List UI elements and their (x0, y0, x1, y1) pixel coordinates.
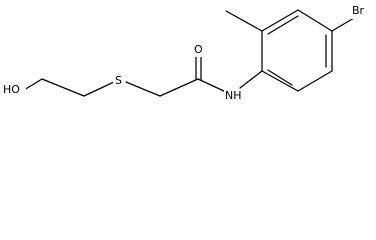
oxygen-label-mask (193, 43, 205, 57)
bromine-label-mask (350, 4, 370, 19)
sulfur-label: S (115, 74, 122, 87)
chemical-structure: HO S O NH Br (2, 4, 370, 104)
ring-inner-bond-3 (267, 69, 293, 86)
ring-bond-5 (297, 70, 333, 92)
bond-o-c1 (23, 78, 43, 91)
bromine-label: Br (352, 4, 365, 17)
bond-s-c3 (125, 81, 161, 97)
sulfur-label-mask (113, 74, 125, 89)
oh-label-mask (2, 83, 26, 97)
bond-carbonyl-n (197, 78, 227, 93)
hydroxyl-label: HO (3, 83, 20, 96)
ring-inner-bond-1 (267, 15, 299, 35)
chain-bonds (23, 55, 263, 97)
methyl-bond (225, 10, 263, 32)
ring-bond-3 (297, 9, 333, 32)
bond-c2-s (83, 81, 115, 97)
amide-nitrogen-label: NH (225, 89, 242, 102)
ring-bond-2 (261, 9, 299, 32)
bromine-bond (331, 17, 355, 32)
atom-labels: HO S O NH Br (2, 4, 370, 104)
benzene-ring (261, 9, 333, 92)
carbonyl-oxygen-label: O (194, 43, 203, 56)
nh-label-mask (224, 89, 244, 104)
ring-substituents (225, 10, 355, 32)
bond-c1-c2 (41, 78, 85, 97)
bond-n-aryl (239, 70, 263, 89)
bond-c3-carbonyl (159, 78, 199, 97)
ring-bond-6 (261, 70, 299, 92)
